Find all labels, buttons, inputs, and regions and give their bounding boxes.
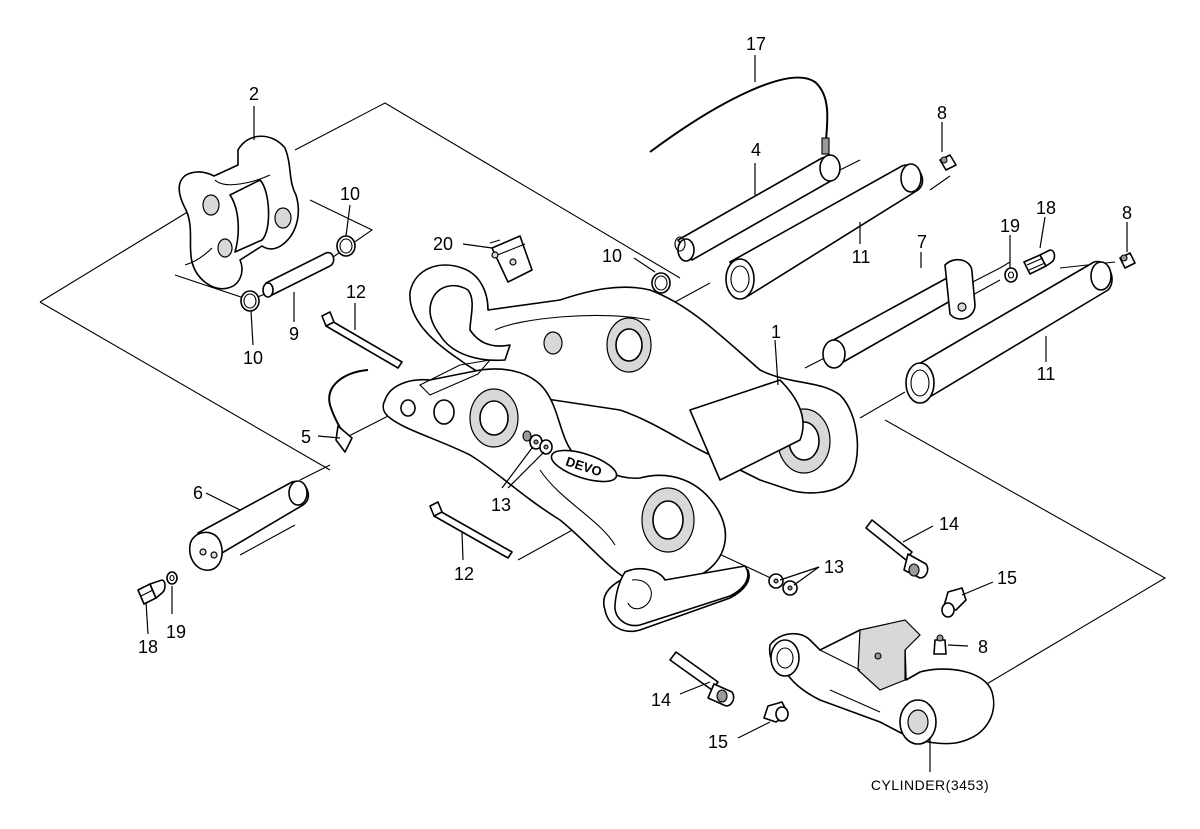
callout-leader-lines: [145, 55, 1128, 772]
part-14-hose-fitting-upper: [865, 519, 929, 579]
part-11-pin-lower: [905, 260, 1113, 404]
callout-1: 1: [771, 322, 781, 342]
callout-2: 2: [249, 84, 259, 104]
part-10-ring-left-lower: [240, 290, 260, 312]
part-8-nipple-cylinder: [933, 634, 947, 655]
callout-17: 17: [746, 34, 766, 54]
callout-14: 14: [939, 514, 959, 534]
part-14-hose-fitting-lower: [669, 651, 735, 707]
part-8-nipple-right: [1119, 252, 1136, 269]
part-11-pin-upper: [725, 163, 924, 300]
part-6-pin: [188, 480, 310, 571]
callout-14: 14: [651, 690, 671, 710]
callout-6: 6: [193, 483, 203, 503]
part-10-ring-middle: [651, 272, 671, 294]
callout-10: 10: [243, 348, 263, 368]
part-15-elbow-upper: [941, 587, 967, 618]
part-13-nuts-center: [529, 434, 553, 455]
part-13-nuts-right: [768, 573, 798, 596]
part-18-bolt-right: [1023, 249, 1056, 275]
part-4-pin: [674, 154, 841, 262]
callout-12: 12: [454, 564, 474, 584]
callout-19: 19: [1000, 216, 1020, 236]
callout-15: 15: [997, 568, 1017, 588]
callout-11: 11: [1037, 364, 1056, 384]
part-5-wire-clip: [328, 369, 369, 453]
part-15-elbow-lower: [763, 701, 789, 723]
part-9-pin: [262, 251, 335, 298]
callout-12: 12: [346, 282, 366, 302]
callout-labels: 2 17 8 4 10 20 10 11 7 19 18 8 12 9 10 1…: [138, 34, 1132, 793]
part-18-bolt-left: [137, 579, 166, 605]
callout-10: 10: [340, 184, 360, 204]
callout-5: 5: [301, 427, 311, 447]
callout-8: 8: [1122, 203, 1132, 223]
callout-4: 4: [751, 140, 761, 160]
part-2-bracket: [178, 135, 300, 290]
part-12-bolt-upper: [321, 311, 403, 369]
callout-13: 13: [491, 495, 511, 515]
part-17-wire: [649, 76, 830, 155]
part-1-main-frame: DEVO: [382, 264, 859, 632]
callout-10: 10: [602, 246, 622, 266]
callout-19: 19: [166, 622, 186, 642]
part-19-washer-left: [166, 571, 178, 585]
callout-18: 18: [138, 637, 158, 657]
cylinder-3453: [768, 619, 995, 745]
part-19-washer-right: [1004, 267, 1018, 283]
callout-8: 8: [937, 103, 947, 123]
callout-7: 7: [917, 232, 927, 252]
callout-15: 15: [708, 732, 728, 752]
cylinder-caption: CYLINDER(3453): [871, 777, 989, 793]
part-12-bolt-lower: [429, 501, 513, 559]
part-8-nipple-upper: [939, 154, 957, 171]
callout-11: 11: [852, 247, 871, 267]
part-7-pin: [822, 258, 976, 369]
callout-13: 13: [824, 557, 844, 577]
callout-9: 9: [289, 324, 299, 344]
callout-8: 8: [978, 637, 988, 657]
callout-18: 18: [1036, 198, 1056, 218]
callout-20: 20: [433, 234, 453, 254]
part-20-latch: [489, 235, 533, 283]
part-10-ring-left-upper: [336, 235, 356, 257]
